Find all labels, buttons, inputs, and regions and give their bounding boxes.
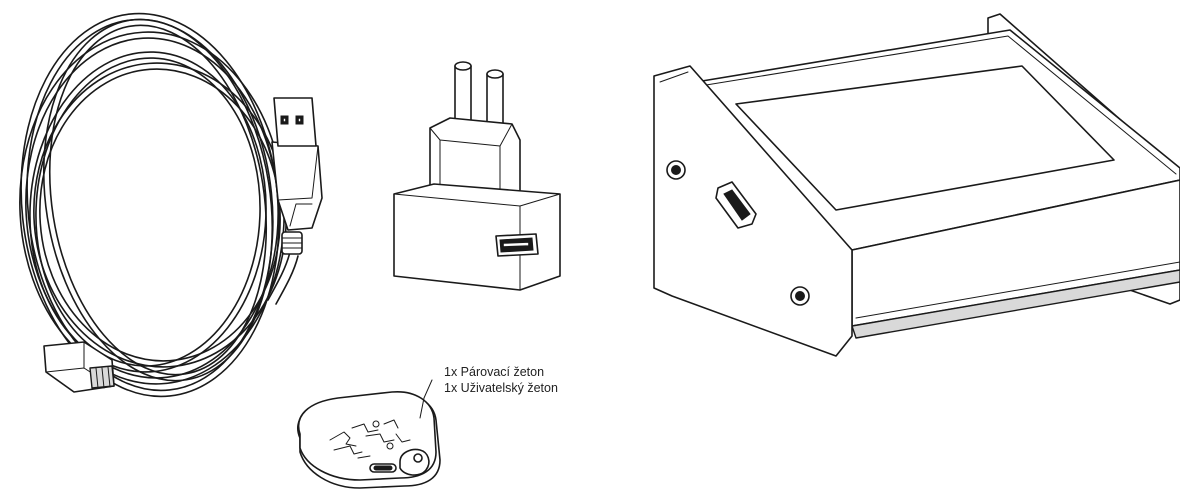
callout-leader-line: [419, 379, 433, 419]
desktop-reader-icon: [653, 13, 1180, 357]
token-callout: 1x Párovací žeton 1x Uživatelský žeton: [444, 364, 558, 396]
callout-line-user-token: 1x Uživatelský žeton: [444, 381, 558, 395]
usb-cable-icon: [19, 12, 323, 398]
power-adapter-icon: [393, 61, 561, 291]
rfid-token-icon: [297, 379, 441, 489]
callout-line-pairing-token: 1x Párovací žeton: [444, 365, 545, 379]
